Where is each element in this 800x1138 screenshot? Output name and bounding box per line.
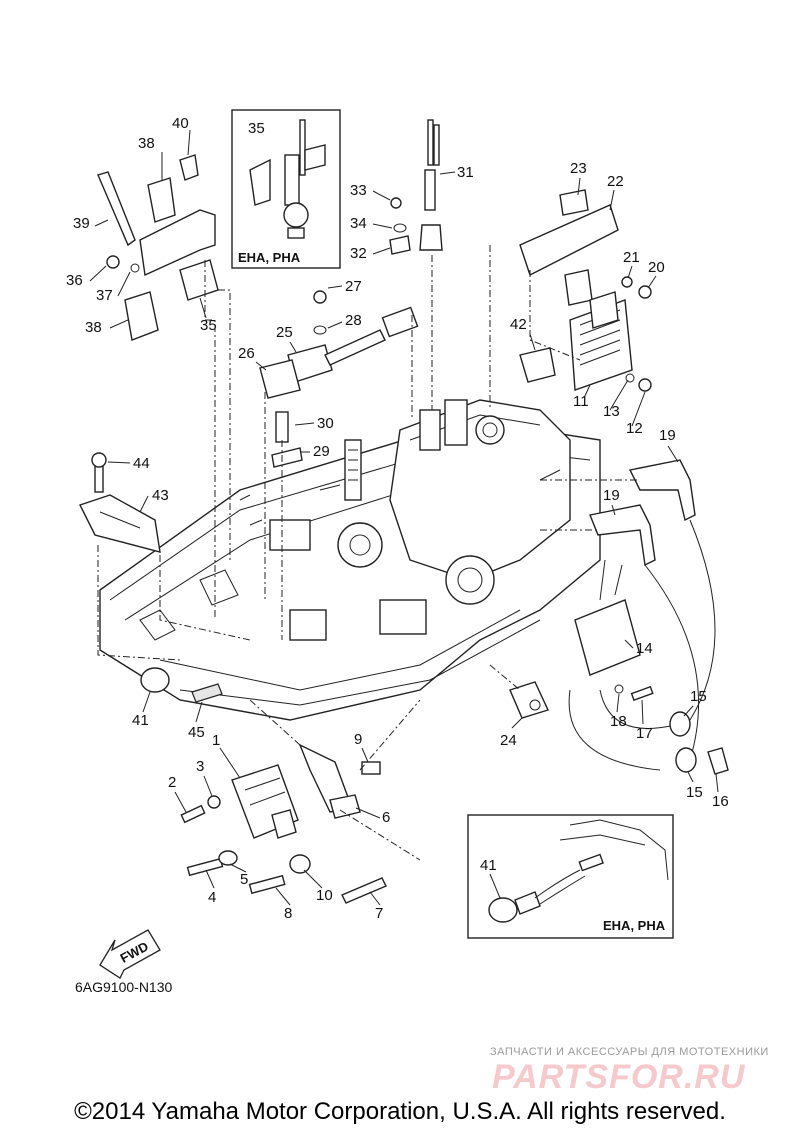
- cover-plate: [79, 452, 161, 553]
- dashed-leaders: [97, 245, 640, 861]
- callout-7: 7: [375, 905, 383, 922]
- callout-3: 3: [196, 758, 204, 775]
- callout-1: 1: [212, 732, 220, 749]
- callout-19-bottom: 19: [603, 487, 620, 504]
- callout-38-bottom: 38: [85, 319, 102, 336]
- callout-29: 29: [313, 443, 330, 460]
- callout-35-inset: 35: [248, 120, 265, 137]
- temp-sensor-lead: [389, 119, 443, 255]
- callout-41: 41: [132, 712, 149, 729]
- harness-grommets: [259, 290, 419, 468]
- rectifier-regulator-group: [519, 189, 652, 392]
- callout-37: 37: [96, 287, 113, 304]
- callout-27: 27: [345, 278, 362, 295]
- callout-15-bottom: 15: [686, 784, 703, 801]
- callout-13: 13: [603, 403, 620, 420]
- callout-2: 2: [168, 774, 176, 791]
- callout-12: 12: [626, 420, 643, 437]
- callout-16: 16: [712, 793, 729, 810]
- inset-top-box: [231, 109, 341, 269]
- callout-6: 6: [382, 809, 390, 826]
- callout-40: 40: [172, 115, 189, 132]
- watermark-logo: PARTSFOR.RU: [492, 1058, 746, 1096]
- callout-4: 4: [208, 889, 216, 906]
- callout-11: 11: [573, 393, 589, 410]
- callout-10: 10: [316, 887, 333, 904]
- callout-24: 24: [500, 732, 517, 749]
- callout-38-top: 38: [138, 135, 155, 152]
- callout-23: 23: [570, 160, 587, 177]
- watermark-tagline: ЗАПЧАСТИ И АКСЕССУАРЫ ДЛЯ МОТОТЕХНИКИ: [490, 1046, 769, 1058]
- callout-26: 26: [238, 345, 255, 362]
- callout-8: 8: [284, 905, 292, 922]
- ignition-coil-group: [568, 459, 729, 775]
- callout-45: 45: [188, 724, 205, 741]
- callout-44: 44: [133, 455, 150, 472]
- callout-34: 34: [350, 215, 367, 232]
- inset-bottom-label: EHA, PHA: [603, 918, 666, 933]
- fwd-arrow-icon: [99, 929, 161, 979]
- callout-15-top: 15: [690, 688, 707, 705]
- callout-17: 17: [636, 725, 653, 742]
- diagram-code: 6AG9100-N130: [75, 979, 173, 995]
- ecu-group: [180, 743, 387, 904]
- inset-top-label: EHA, PHA: [238, 250, 301, 265]
- callout-9: 9: [354, 731, 362, 748]
- callout-33: 33: [350, 182, 367, 199]
- wire-bracket-assembly: [97, 154, 219, 341]
- callout-25: 25: [276, 324, 293, 341]
- callout-22: 22: [607, 173, 624, 190]
- callout-43: 43: [152, 487, 169, 504]
- callout-36: 36: [66, 272, 83, 289]
- engine-block: [99, 399, 601, 721]
- callout-32: 32: [350, 245, 367, 262]
- callout-28: 28: [345, 312, 362, 329]
- callout-31: 31: [457, 164, 474, 181]
- copyright-footer: ©2014 Yamaha Motor Corporation, U.S.A. A…: [74, 1098, 726, 1125]
- lower-sensors: [140, 667, 549, 719]
- callout-42: 42: [510, 316, 527, 333]
- callout-19-top: 19: [659, 427, 676, 444]
- callout-39: 39: [73, 215, 90, 232]
- callout-14: 14: [636, 640, 653, 657]
- callout-35: 35: [200, 317, 217, 334]
- callout-21: 21: [623, 249, 640, 266]
- inset-bottom-box: [467, 814, 674, 939]
- callout-5: 5: [240, 871, 248, 888]
- callout-18: 18: [610, 713, 627, 730]
- callout-41-inset: 41: [480, 857, 497, 874]
- callout-30: 30: [317, 415, 334, 432]
- callout-20: 20: [648, 259, 665, 276]
